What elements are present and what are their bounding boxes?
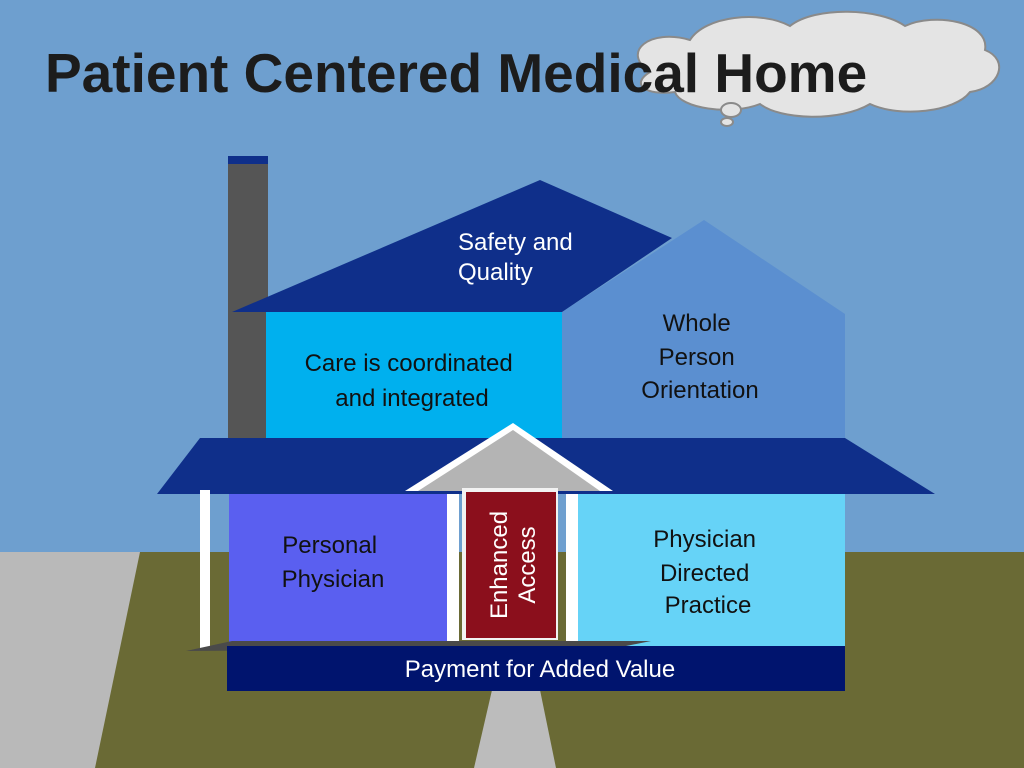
main-roof: [232, 180, 672, 312]
left-upper-label-line: Care is coordinated: [305, 350, 513, 377]
roof-label-line: Quality: [458, 259, 533, 286]
door-label-line: Enhanced: [486, 511, 513, 619]
roof-label-line: Safety and: [458, 229, 573, 256]
left-lower-label-line: Personal: [282, 532, 377, 559]
left-upper-label: Care is coordinated and integrated: [305, 350, 520, 412]
porch-gable-fill: [418, 430, 600, 491]
right-lower-label-line: Physician: [653, 526, 756, 553]
right-upper-block: [562, 220, 845, 438]
right-lower-label-line: Practice: [665, 592, 752, 619]
foundation-label: Payment for Added Value: [405, 656, 675, 683]
roof-label: Safety and Quality: [458, 229, 579, 286]
porch-post-left: [200, 490, 210, 650]
left-lower-label: Personal Physician: [282, 532, 385, 593]
right-upper-label-line: Whole: [663, 310, 731, 337]
left-upper-label-line: and integrated: [335, 385, 488, 412]
right-lower-label-line: Directed: [660, 560, 749, 587]
right-upper-label-line: Person: [659, 344, 735, 371]
right-lower-label: Physician Directed Practice: [653, 526, 762, 619]
sidewalk: [0, 552, 140, 768]
left-lower-block: [229, 494, 449, 642]
door: [466, 492, 556, 638]
door-label: Enhanced Access: [486, 511, 541, 619]
cloud: [636, 10, 1001, 127]
chimney-cap: [228, 156, 268, 164]
door-label-line: Access: [514, 526, 541, 603]
porch-post-mid-left: [447, 494, 459, 642]
porch-post-mid-right: [566, 494, 578, 642]
left-lower-label-line: Physician: [282, 566, 385, 593]
page-title: Patient Centered Medical Home: [45, 42, 867, 104]
right-lower-block: [575, 494, 845, 646]
foundation: [227, 646, 845, 691]
right-upper-label: Whole Person Orientation: [641, 310, 758, 404]
right-upper-label-line: Orientation: [641, 377, 758, 404]
left-upper-block: [266, 312, 566, 438]
front-path: [474, 690, 556, 768]
